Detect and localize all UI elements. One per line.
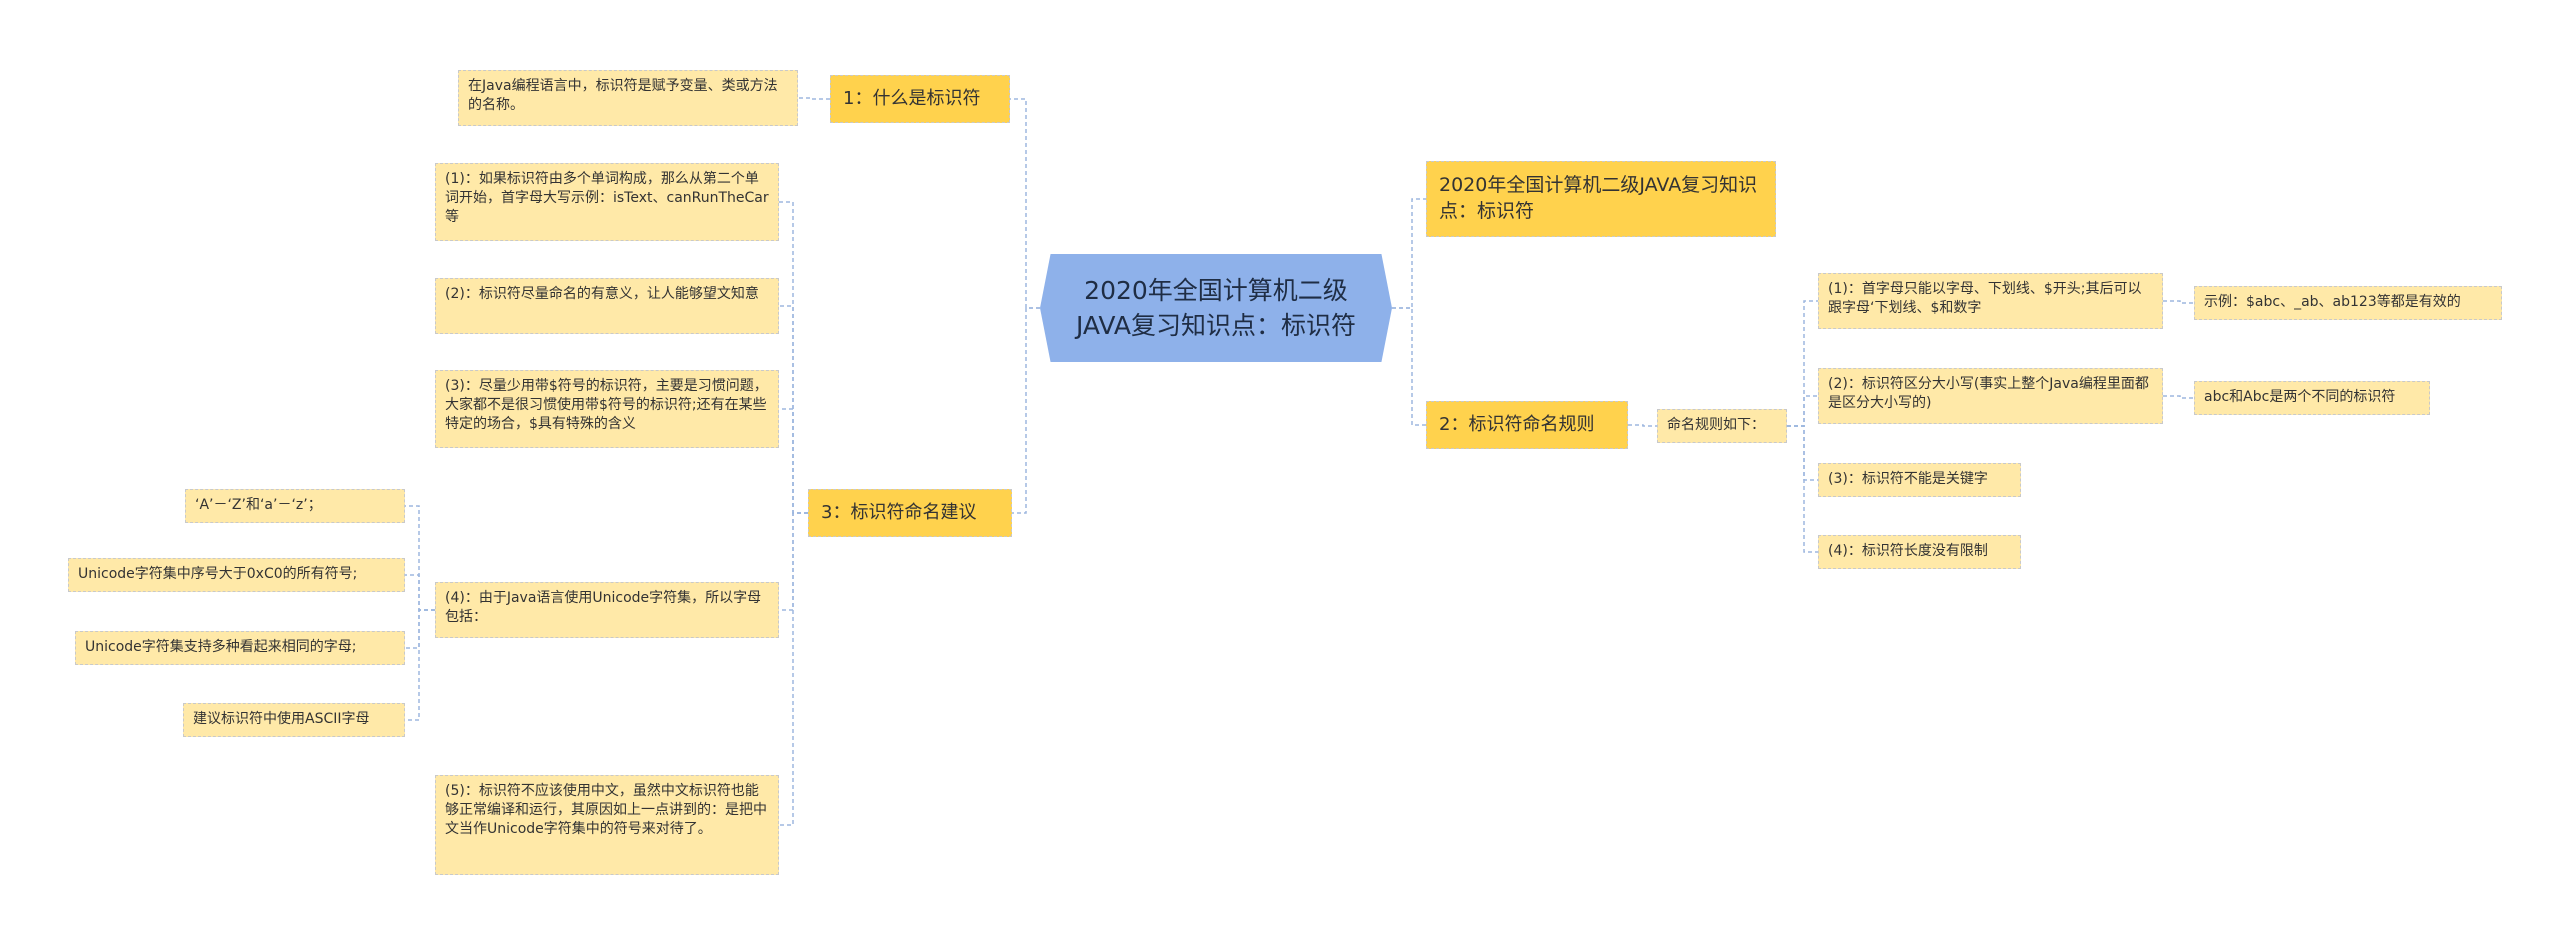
- leaf-text: (1)：如果标识符由多个单词构成，那么从第二个单词开始，首字母大写示例：isTe…: [445, 171, 769, 225]
- leaf-text: (4)：由于Java语言使用Unicode字符集，所以字母包括：: [445, 590, 762, 625]
- rules-connector: [1787, 425, 1818, 553]
- suggestion-4-connector: [405, 505, 435, 611]
- leaf-suggestion-4[interactable]: (4)：由于Java语言使用Unicode字符集，所以字母包括：: [435, 582, 779, 638]
- leaf-text: ‘A’－‘Z’和‘a’－‘z’；: [195, 497, 322, 513]
- suggestion-4-connector: [405, 574, 435, 611]
- leaf-unicode-lookalike[interactable]: Unicode字符集支持多种看起来相同的字母;: [75, 631, 405, 665]
- topic-naming-suggestions[interactable]: 3：标识符命名建议: [808, 489, 1012, 537]
- leaf-text: abc和Abc是两个不同的标识符: [2204, 389, 2396, 405]
- root-right-connector: [1392, 198, 1426, 309]
- rules-connector: [1787, 425, 1818, 481]
- root-right-connector: [1392, 307, 1426, 426]
- leaf-suggestion-5[interactable]: (5)：标识符不应该使用中文，虽然中文标识符也能够正常编译和运行，其原因如上一点…: [435, 775, 779, 875]
- leaf-text: (4)：标识符长度没有限制: [1828, 543, 1988, 559]
- leaf-valid-examples[interactable]: 示例：$abc、_ab、ab123等都是有效的: [2194, 286, 2502, 320]
- leaf-use-ascii[interactable]: 建议标识符中使用ASCII字母: [183, 703, 405, 737]
- leaf-text: 示例：$abc、_ab、ab123等都是有效的: [2204, 294, 2461, 310]
- suggestion-4-connector: [405, 609, 435, 721]
- leaf-identifier-definition[interactable]: 在Java编程语言中，标识符是赋予变量、类或方法的名称。: [458, 70, 798, 126]
- leaf-letter-range[interactable]: ‘A’－‘Z’和‘a’－‘z’；: [185, 489, 405, 523]
- root-left-connector: [1010, 98, 1040, 309]
- leaf-case-example[interactable]: abc和Abc是两个不同的标识符: [2194, 381, 2430, 415]
- leaf-text: (3)：标识符不能是关键字: [1828, 471, 1988, 487]
- branch-1-connector: [798, 97, 830, 100]
- leaf-suggestion-2[interactable]: (2)：标识符尽量命名的有意义，让人能够望文知意: [435, 278, 779, 334]
- leaf-rule-1[interactable]: (1)：首字母只能以字母、下划线、$开头;其后可以跟字母‘下划线、$和数字: [1818, 273, 2163, 329]
- rules-connector: [1787, 300, 1818, 427]
- leaf-text: Unicode字符集中序号大于0xC0的所有符号;: [78, 566, 358, 582]
- suggestion-4-connector: [405, 609, 435, 649]
- branch-2-connector: [1628, 424, 1657, 427]
- topic-label: 2：标识符命名规则: [1439, 413, 1595, 435]
- root-left-connector: [1012, 307, 1040, 514]
- topic-naming-rules[interactable]: 2：标识符命名规则: [1426, 401, 1628, 449]
- leaf-text: (2)：标识符区分大小写(事实上整个Java编程里面都是区分大小写的): [1828, 376, 2149, 411]
- leaf-text: 建议标识符中使用ASCII字母: [193, 711, 370, 727]
- leaf-rule-2[interactable]: (2)：标识符区分大小写(事实上整个Java编程里面都是区分大小写的): [1818, 368, 2163, 424]
- topic-title-repeat[interactable]: 2020年全国计算机二级JAVA复习知识点：标识符: [1426, 161, 1776, 237]
- leaf-text: (3)：尽量少用带$符号的标识符，主要是习惯问题，大家都不是很习惯使用带$符号的…: [445, 378, 768, 432]
- topic-label: 3：标识符命名建议: [821, 501, 977, 523]
- leaf-text: (1)：首字母只能以字母、下划线、$开头;其后可以跟字母‘下划线、$和数字: [1828, 281, 2142, 316]
- leaf-text: Unicode字符集支持多种看起来相同的字母;: [85, 639, 357, 655]
- leaf-rule-3[interactable]: (3)：标识符不能是关键字: [1818, 463, 2021, 497]
- leaf-text: (2)：标识符尽量命名的有意义，让人能够望文知意: [445, 286, 759, 302]
- root-title-line-1: 2020年全国计算机二级: [1084, 276, 1348, 305]
- leaf-suggestion-3[interactable]: (3)：尽量少用带$符号的标识符，主要是习惯问题，大家都不是很习惯使用带$符号的…: [435, 370, 779, 448]
- leaf-text: (5)：标识符不应该使用中文，虽然中文标识符也能够正常编译和运行，其原因如上一点…: [445, 783, 767, 837]
- root-topic[interactable]: 2020年全国计算机二级 JAVA复习知识点：标识符: [1040, 254, 1392, 362]
- topic-label: 1：什么是标识符: [843, 87, 981, 109]
- leaf-text: 命名规则如下：: [1667, 417, 1765, 433]
- root-title-line-2: JAVA复习知识点：标识符: [1075, 311, 1357, 340]
- rule-1-example-connector: [2163, 300, 2194, 304]
- leaf-suggestion-1[interactable]: (1)：如果标识符由多个单词构成，那么从第二个单词开始，首字母大写示例：isTe…: [435, 163, 779, 241]
- rule-2-example-connector: [2163, 395, 2194, 399]
- branch-3-connector: [779, 512, 808, 826]
- topic-label: 2020年全国计算机二级JAVA复习知识点：标识符: [1439, 174, 1758, 222]
- rules-connector: [1787, 395, 1818, 427]
- branch-3-connector: [779, 408, 808, 514]
- leaf-rule-4[interactable]: (4)：标识符长度没有限制: [1818, 535, 2021, 569]
- topic-what-is-identifier[interactable]: 1：什么是标识符: [830, 75, 1010, 123]
- leaf-rules-intro[interactable]: 命名规则如下：: [1657, 409, 1787, 443]
- leaf-unicode-above-c0[interactable]: Unicode字符集中序号大于0xC0的所有符号;: [68, 558, 405, 592]
- leaf-text: 在Java编程语言中，标识符是赋予变量、类或方法的名称。: [468, 78, 778, 113]
